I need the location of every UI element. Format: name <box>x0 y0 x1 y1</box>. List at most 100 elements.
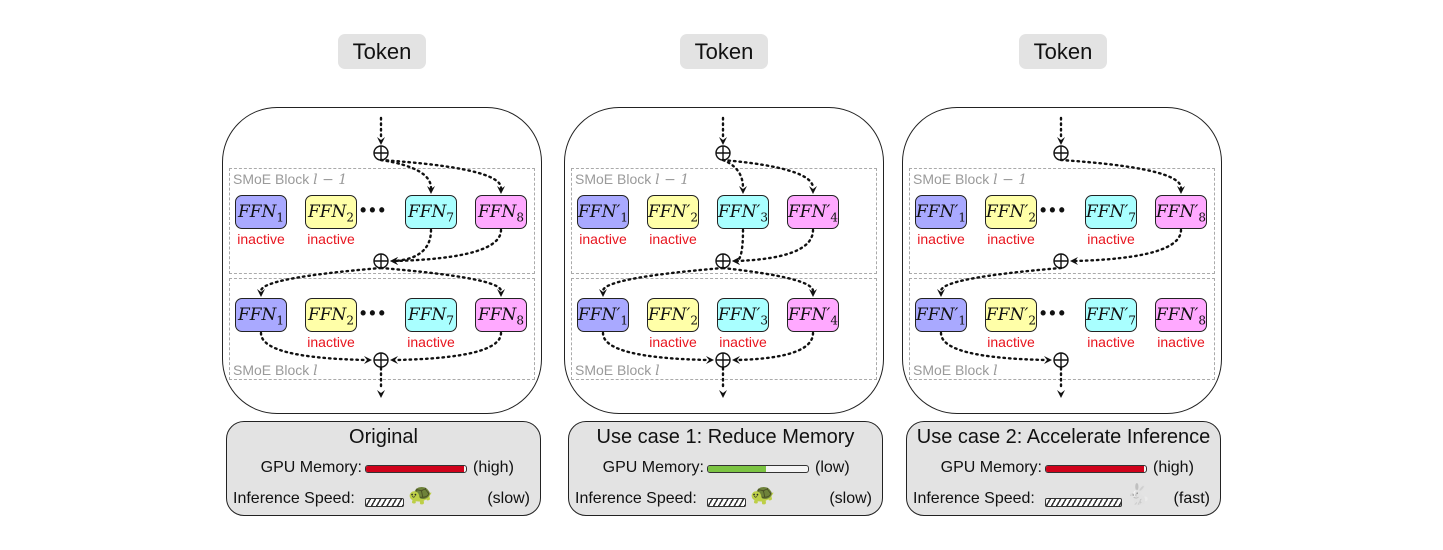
arrowhead-icon <box>1057 137 1065 145</box>
arrowhead-icon <box>1044 356 1052 364</box>
arrowhead-icon <box>497 186 505 194</box>
gpu-memory-value: (high) <box>473 459 514 476</box>
merge-arrow-top <box>393 228 503 263</box>
ffn-subscript: 8 <box>516 313 525 328</box>
smoe-block-top-var: l − 1 <box>313 172 348 188</box>
ffn-name: FFN <box>477 305 517 325</box>
inactive-label: inactive <box>649 334 697 350</box>
smoe-block-bottom-var: l <box>993 363 998 379</box>
inactive-label: inactive <box>917 231 965 247</box>
merge-arrow-top <box>1073 228 1183 263</box>
smoe-block-bottom-label: SMoE Block l <box>913 362 998 379</box>
ffn-name: FFN <box>1086 202 1125 222</box>
sum-node-input <box>715 145 731 161</box>
ffn-subscript: 7 <box>446 313 455 328</box>
inactive-label: inactive <box>1087 231 1135 247</box>
ffn-subscript: 1 <box>620 313 628 328</box>
inference-speed-bar <box>1045 498 1122 507</box>
route-arrow-bottom <box>601 266 725 293</box>
ffn-name: FFN <box>1156 202 1195 222</box>
ffn-expert-top: FFN′8 <box>1155 195 1207 229</box>
ffn-subscript: 2 <box>1028 313 1036 328</box>
ffn-expert-bottom: FFN′8 <box>1155 298 1207 332</box>
smoe-block-top-text: SMoE Block <box>575 171 652 187</box>
route-arrow-bottom <box>721 266 815 293</box>
ffn-prime: ′ <box>616 202 621 222</box>
route-arrow-bottom <box>259 266 383 293</box>
ffn-name: FFN <box>788 202 827 222</box>
ffn-name: FFN <box>307 202 347 222</box>
smoe-block-top-label: SMoE Block l − 1 <box>233 171 347 188</box>
route-arrow-top <box>721 158 815 190</box>
ffn-name: FFN <box>578 305 617 325</box>
ffn-prime: ′ <box>954 305 959 325</box>
smoe-block-top-text: SMoE Block <box>913 171 990 187</box>
ffn-expert-bottom: FFN′7 <box>1085 298 1137 332</box>
ellipsis-dots: ••• <box>360 200 388 220</box>
gpu-memory-bar-fill <box>366 466 464 472</box>
ffn-expert-bottom: FFN′1 <box>577 298 629 332</box>
inactive-label: inactive <box>307 334 355 350</box>
flow-arrows <box>599 116 817 398</box>
smoe-block-bottom-text: SMoE Block <box>233 362 310 378</box>
arrowhead-icon <box>809 289 817 297</box>
sum-node-bottom <box>1053 352 1069 368</box>
ffn-expert-top: FFN′3 <box>717 195 769 229</box>
merge-arrow-bottom <box>601 331 711 362</box>
arrowhead-icon <box>377 137 385 145</box>
route-arrow-top <box>379 158 503 190</box>
gpu-memory-bar-fill <box>708 466 766 472</box>
inactive-label: inactive <box>407 334 455 350</box>
ffn-name: FFN <box>718 305 757 325</box>
ffn-expert-top: FFN′1 <box>915 195 967 229</box>
ffn-prime: ′ <box>1024 305 1029 325</box>
inference-speed-value: (slow) <box>487 490 530 507</box>
inactive-label: inactive <box>579 231 627 247</box>
ffn-expert-bottom: FFN′2 <box>647 298 699 332</box>
ffn-prime: ′ <box>756 202 761 222</box>
arrowhead-icon <box>719 390 727 398</box>
sum-node-input <box>373 145 389 161</box>
ffn-name: FFN <box>407 202 447 222</box>
ffn-prime: ′ <box>1194 202 1199 222</box>
arrowhead-icon <box>937 289 945 297</box>
ffn-subscript: 1 <box>958 313 966 328</box>
inactive-label: inactive <box>307 231 355 247</box>
arrowhead-icon <box>390 257 398 265</box>
ffn-subscript: 4 <box>830 210 838 225</box>
ffn-prime: ′ <box>826 305 831 325</box>
ffn-subscript: 3 <box>760 313 768 328</box>
ellipsis-dots: ••• <box>1040 200 1068 220</box>
ffn-expert-bottom: FFN′1 <box>915 298 967 332</box>
gpu-memory-label: GPU Memory: <box>602 459 704 476</box>
merge-arrow-top <box>393 228 433 263</box>
ffn-subscript: 7 <box>1128 313 1136 328</box>
smoe-block-bottom-var: l <box>313 363 318 379</box>
ffn-expert-bottom: FFN′2 <box>985 298 1037 332</box>
ffn-subscript: 1 <box>620 210 628 225</box>
ffn-name: FFN <box>986 202 1025 222</box>
ffn-prime: ′ <box>686 305 691 325</box>
ffn-name: FFN <box>1086 305 1125 325</box>
ffn-expert-bottom: FFN′3 <box>717 298 769 332</box>
ffn-prime: ′ <box>1024 202 1029 222</box>
ffn-name: FFN <box>578 202 617 222</box>
route-arrow-bottom <box>939 266 1063 293</box>
token-box: Token <box>338 34 426 69</box>
ffn-subscript: 2 <box>1028 210 1036 225</box>
ffn-name: FFN <box>1156 305 1195 325</box>
ffn-expert-top: FFN′2 <box>985 195 1037 229</box>
ffn-expert-bottom: FFN8 <box>475 298 527 332</box>
token-box: Token <box>1019 34 1107 69</box>
ffn-name: FFN <box>407 305 447 325</box>
ffn-prime: ′ <box>954 202 959 222</box>
info-title: Use case 2: Accelerate Inference <box>916 426 1211 448</box>
ellipsis-dots: ••• <box>1040 303 1068 323</box>
merge-arrow-bottom <box>393 331 503 362</box>
arrowhead-icon <box>377 390 385 398</box>
ffn-name: FFN <box>916 305 955 325</box>
